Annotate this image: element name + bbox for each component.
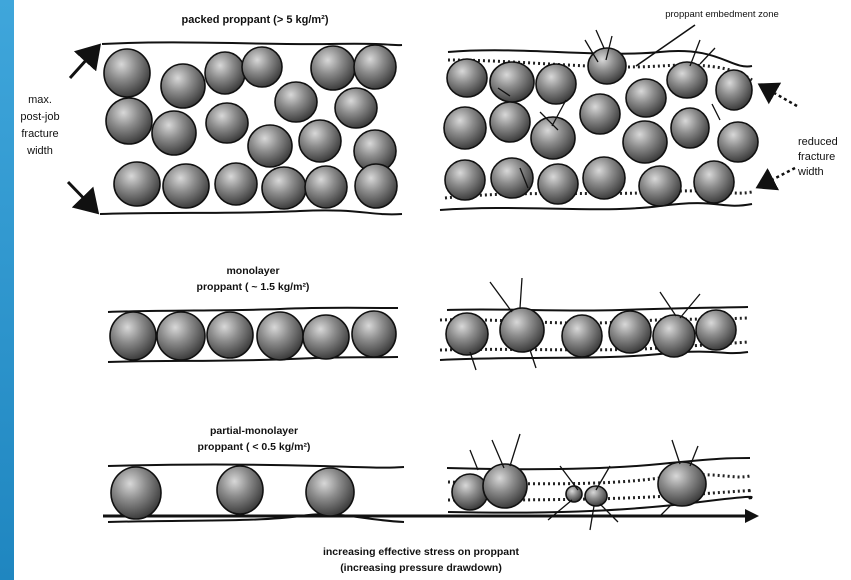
proppant-grain <box>152 111 196 155</box>
partial-monolayer-grains <box>111 466 354 519</box>
proppant-grain <box>106 98 152 144</box>
packed-proppant-grains <box>104 45 397 209</box>
embedment-zone-label: proppant embedment zone <box>665 9 779 20</box>
proppant-grain <box>566 486 582 502</box>
svg-text:width: width <box>26 145 53 157</box>
proppant-grain <box>609 311 651 353</box>
proppant-grain <box>671 108 709 148</box>
svg-text:fracture: fracture <box>21 128 58 140</box>
stress-axis-label: increasing effective stress on proppant … <box>323 546 520 574</box>
proppant-grain <box>110 312 156 360</box>
proppant-grain <box>718 122 758 162</box>
proppant-grain <box>491 158 533 198</box>
proppant-grain <box>538 164 578 204</box>
proppant-grain <box>626 79 666 117</box>
proppant-grain <box>335 88 377 128</box>
proppant-grain <box>257 312 303 360</box>
proppant-grain <box>658 462 706 506</box>
proppant-grain <box>157 312 205 360</box>
width-arrow-down <box>68 182 95 210</box>
svg-text:proppant ( < 0.5 kg/m²): proppant ( < 0.5 kg/m²) <box>198 441 311 453</box>
partial-monolayer-title: partial-monolayer proppant ( < 0.5 kg/m²… <box>198 425 311 453</box>
proppant-grain <box>217 466 263 514</box>
proppant-grain <box>305 166 347 208</box>
proppant-grain <box>445 160 485 200</box>
proppant-grain <box>583 157 625 199</box>
proppant-grain <box>262 167 306 209</box>
proppant-grain <box>490 102 530 142</box>
proppant-grain <box>207 312 253 358</box>
proppant-grain <box>303 315 349 359</box>
proppant-grain <box>446 313 488 355</box>
proppant-grain <box>653 315 695 357</box>
proppant-grain <box>299 120 341 162</box>
proppant-grain <box>667 62 707 98</box>
proppant-grain <box>206 103 248 143</box>
proppant-grain <box>306 468 354 516</box>
reduced-fracture-width-label: reduced fracture width <box>797 136 838 178</box>
proppant-grain <box>215 163 257 205</box>
svg-text:reduced: reduced <box>798 136 838 148</box>
proppant-grain <box>500 308 544 352</box>
svg-text:proppant ( ~ 1.5 kg/m²): proppant ( ~ 1.5 kg/m²) <box>197 281 310 293</box>
svg-text:width: width <box>797 166 824 178</box>
proppant-grain <box>355 164 397 208</box>
proppant-grain <box>639 166 681 206</box>
svg-text:increasing effective stress on: increasing effective stress on proppant <box>323 546 520 558</box>
svg-text:fracture: fracture <box>798 151 835 163</box>
proppant-grain <box>444 107 486 149</box>
proppant-grain <box>311 46 355 90</box>
proppant-grain <box>104 49 150 97</box>
proppant-grain <box>623 121 667 163</box>
reduced-width-arrow-down <box>760 168 795 186</box>
proppant-grain <box>490 62 534 102</box>
width-arrow-up <box>70 48 97 78</box>
proppant-grain <box>447 59 487 97</box>
embedment-pointer <box>636 25 695 66</box>
proppant-grain <box>580 94 620 134</box>
svg-text:(increasing pressure drawdown): (increasing pressure drawdown) <box>340 562 502 574</box>
reduced-width-arrow-up <box>762 86 797 106</box>
monolayer-grains <box>110 311 396 360</box>
svg-text:max.: max. <box>28 94 52 106</box>
proppant-grain <box>163 164 209 208</box>
proppant-grain <box>483 464 527 508</box>
proppant-grain <box>205 52 245 94</box>
monolayer-title: monolayer proppant ( ~ 1.5 kg/m²) <box>197 265 310 293</box>
packed-embedded-grains <box>444 48 758 206</box>
proppant-grain <box>536 64 576 104</box>
proppant-grain <box>562 315 602 357</box>
proppant-grain <box>352 311 396 357</box>
proppant-grain <box>452 474 488 510</box>
proppant-grain <box>354 45 396 89</box>
proppant-grain <box>716 70 752 110</box>
proppant-grain <box>114 162 160 206</box>
proppant-grain <box>248 125 292 167</box>
proppant-grain <box>275 82 317 122</box>
proppant-grain <box>694 161 734 203</box>
max-fracture-width-label: max. post-job fracture width <box>20 94 59 157</box>
proppant-grain <box>696 310 736 350</box>
svg-text:post-job: post-job <box>20 111 59 123</box>
packed-proppant-title: packed proppant (> 5 kg/m²) <box>182 14 329 26</box>
svg-text:partial-monolayer: partial-monolayer <box>210 425 298 437</box>
proppant-grain <box>242 47 282 87</box>
svg-text:monolayer: monolayer <box>226 265 279 277</box>
monolayer-embedded-grains <box>446 308 736 357</box>
proppant-grain <box>161 64 205 108</box>
proppant-grain <box>111 467 161 519</box>
